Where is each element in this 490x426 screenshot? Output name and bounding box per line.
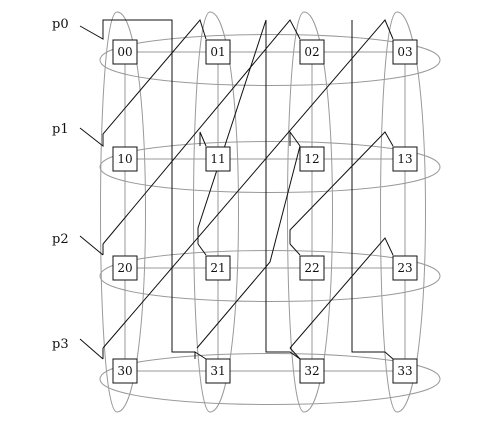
processor-wire-13 — [289, 237, 394, 349]
node-label: 33 — [397, 364, 412, 378]
node-32: 32 — [299, 358, 325, 384]
column-ring-2 — [287, 11, 333, 413]
node-13: 13 — [392, 146, 418, 172]
column-ring-3 — [380, 11, 426, 413]
node-label: 03 — [397, 45, 412, 59]
node-20: 20 — [112, 255, 138, 281]
node-03: 03 — [392, 39, 418, 65]
node-label: 12 — [304, 152, 319, 166]
processor-wire-12 — [196, 145, 301, 349]
node-label: 23 — [397, 261, 412, 275]
row-ring-3 — [99, 353, 441, 405]
node-label: 30 — [117, 364, 132, 378]
column-ring-0 — [100, 11, 146, 413]
node-label: 20 — [117, 261, 132, 275]
node-label: 02 — [304, 45, 319, 59]
row-ring-1 — [99, 141, 441, 193]
node-label: 21 — [210, 261, 225, 275]
node-33: 33 — [392, 358, 418, 384]
column-ring-1 — [193, 11, 239, 413]
node-box — [392, 255, 418, 281]
node-label: 01 — [210, 45, 225, 59]
processor-wire-4 — [102, 19, 394, 359]
node-box — [299, 39, 325, 65]
node-box — [205, 39, 231, 65]
node-box — [392, 358, 418, 384]
processor-wire-5 — [79, 338, 104, 360]
node-label: 22 — [304, 261, 319, 275]
row-ring-0 — [99, 34, 441, 86]
node-10: 10 — [112, 146, 138, 172]
node-12: 12 — [299, 146, 325, 172]
processor-wire-6 — [199, 131, 207, 147]
processor-label-2: p2 — [52, 232, 69, 247]
processor-wire-9 — [289, 130, 301, 147]
node-31: 31 — [205, 358, 231, 384]
processor-label-1: p1 — [52, 122, 69, 137]
node-box — [205, 358, 231, 384]
node-box — [205, 146, 231, 172]
node-box — [112, 358, 138, 384]
processor-wire-15 — [351, 20, 394, 360]
processor-wire-14 — [289, 347, 301, 360]
node-box — [112, 146, 138, 172]
node-label: 00 — [117, 45, 132, 59]
processor-wire-10 — [289, 131, 394, 244]
node-box — [299, 146, 325, 172]
node-11: 11 — [205, 146, 231, 172]
node-layer: 00 01 02 03 10 11 12 13 20 21 22 23 30 31 32 33 — [112, 39, 418, 384]
processor-wire-8 — [197, 243, 207, 256]
node-box — [392, 39, 418, 65]
node-00: 00 — [112, 39, 138, 65]
node-23: 23 — [392, 255, 418, 281]
mesh-links — [124, 51, 406, 372]
processor-wire-0 — [79, 19, 207, 360]
node-02: 02 — [299, 39, 325, 65]
node-01: 01 — [205, 39, 231, 65]
node-box — [205, 255, 231, 281]
processor-wire-7 — [197, 19, 301, 360]
node-22: 22 — [299, 255, 325, 281]
processor-wire-3 — [79, 235, 104, 256]
node-label: 10 — [117, 152, 132, 166]
node-box — [392, 146, 418, 172]
processor-label-3: p3 — [52, 337, 69, 352]
processor-wires — [79, 18, 394, 360]
node-label: 11 — [210, 152, 225, 166]
row-ring-2 — [99, 250, 441, 302]
processor-wire-2 — [102, 19, 301, 255]
node-box — [299, 255, 325, 281]
processor-wire-11 — [289, 243, 301, 256]
node-label: 31 — [210, 364, 225, 378]
node-21: 21 — [205, 255, 231, 281]
processor-wire-1 — [79, 18, 207, 148]
node-label: 32 — [304, 364, 319, 378]
node-30: 30 — [112, 358, 138, 384]
wraparound-rings — [99, 11, 441, 413]
node-box — [112, 39, 138, 65]
processor-labels: p0 p1 p2 p3 — [52, 17, 69, 352]
processor-label-0: p0 — [52, 17, 69, 32]
node-box — [299, 358, 325, 384]
node-label: 13 — [397, 152, 412, 166]
node-box — [112, 255, 138, 281]
